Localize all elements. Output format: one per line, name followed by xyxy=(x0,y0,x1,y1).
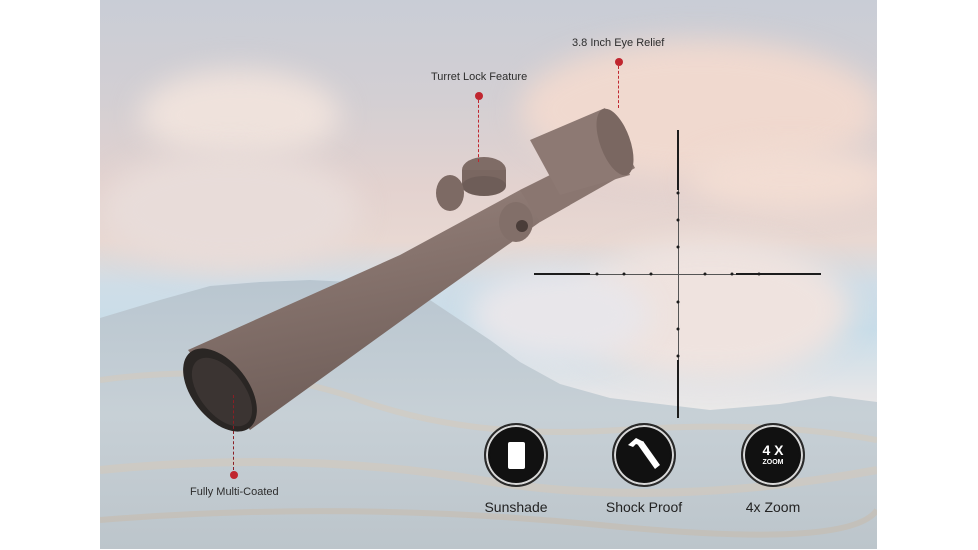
callout-multi-coated-pin xyxy=(230,471,238,479)
feature-shock-proof: Shock Proof xyxy=(584,423,704,515)
callout-turret-lock-label: Turret Lock Feature xyxy=(431,71,528,83)
cloud xyxy=(140,70,340,160)
product-hero-image: 3.8 Inch Eye Relief Turret Lock Feature … xyxy=(100,0,877,549)
callout-eye-relief-line xyxy=(618,66,619,108)
cloud xyxy=(690,150,877,210)
hammer-icon xyxy=(612,423,676,487)
reticle-vertical-upper xyxy=(677,130,679,190)
callout-eye-relief-pin xyxy=(615,58,623,66)
feature-sunshade: Sunshade xyxy=(456,423,576,515)
feature-sunshade-label: Sunshade xyxy=(484,499,548,515)
reticle-vertical-lower xyxy=(677,360,679,418)
cloud xyxy=(100,150,360,270)
zoom-4x-icon-subtext: ZOOM xyxy=(762,459,784,466)
feature-shock-proof-label: Shock Proof xyxy=(605,499,683,515)
feature-4x-zoom-label: 4x Zoom xyxy=(745,499,801,515)
callout-turret-lock-line xyxy=(478,100,479,162)
callout-eye-relief-label: 3.8 Inch Eye Relief xyxy=(572,37,665,49)
reticle-horizontal-center xyxy=(590,273,736,275)
callout-multi-coated-label: Fully Multi-Coated xyxy=(190,486,279,498)
zoom-4x-icon-text: 4 X xyxy=(762,442,784,458)
sunshade-icon xyxy=(484,423,548,487)
callout-turret-lock-pin xyxy=(475,92,483,100)
rifle-scope-image xyxy=(183,108,635,432)
reticle-mil-dots xyxy=(595,191,761,358)
feature-4x-zoom: 4 X ZOOM 4x Zoom xyxy=(713,423,833,515)
callout-multi-coated-line xyxy=(233,395,234,470)
reticle-horizontal-right xyxy=(736,273,821,275)
reticle-horizontal-left xyxy=(534,273,590,275)
cloud xyxy=(470,270,650,360)
reticle-vertical-center xyxy=(677,190,679,360)
zoom-4x-icon: 4 X ZOOM xyxy=(741,423,805,487)
